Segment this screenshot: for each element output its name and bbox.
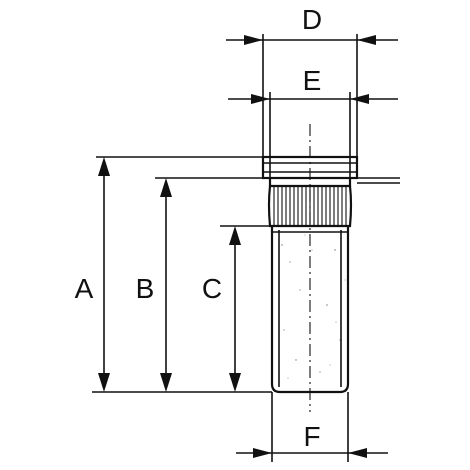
dimension-c (229, 226, 241, 392)
stud-neck (268, 178, 352, 186)
dimension-f (236, 448, 388, 458)
texture-speckle (278, 234, 346, 379)
knurled-section (267, 184, 353, 228)
extension-lines (92, 34, 400, 462)
label-a: A (75, 273, 94, 304)
label-e: E (303, 65, 322, 96)
dimension-a (98, 157, 110, 392)
label-d: D (302, 4, 322, 35)
label-c: C (202, 273, 222, 304)
dimension-d (226, 35, 398, 45)
dimension-b (160, 178, 172, 392)
label-b: B (136, 273, 155, 304)
dimension-e (228, 94, 398, 104)
label-f: F (303, 421, 320, 452)
